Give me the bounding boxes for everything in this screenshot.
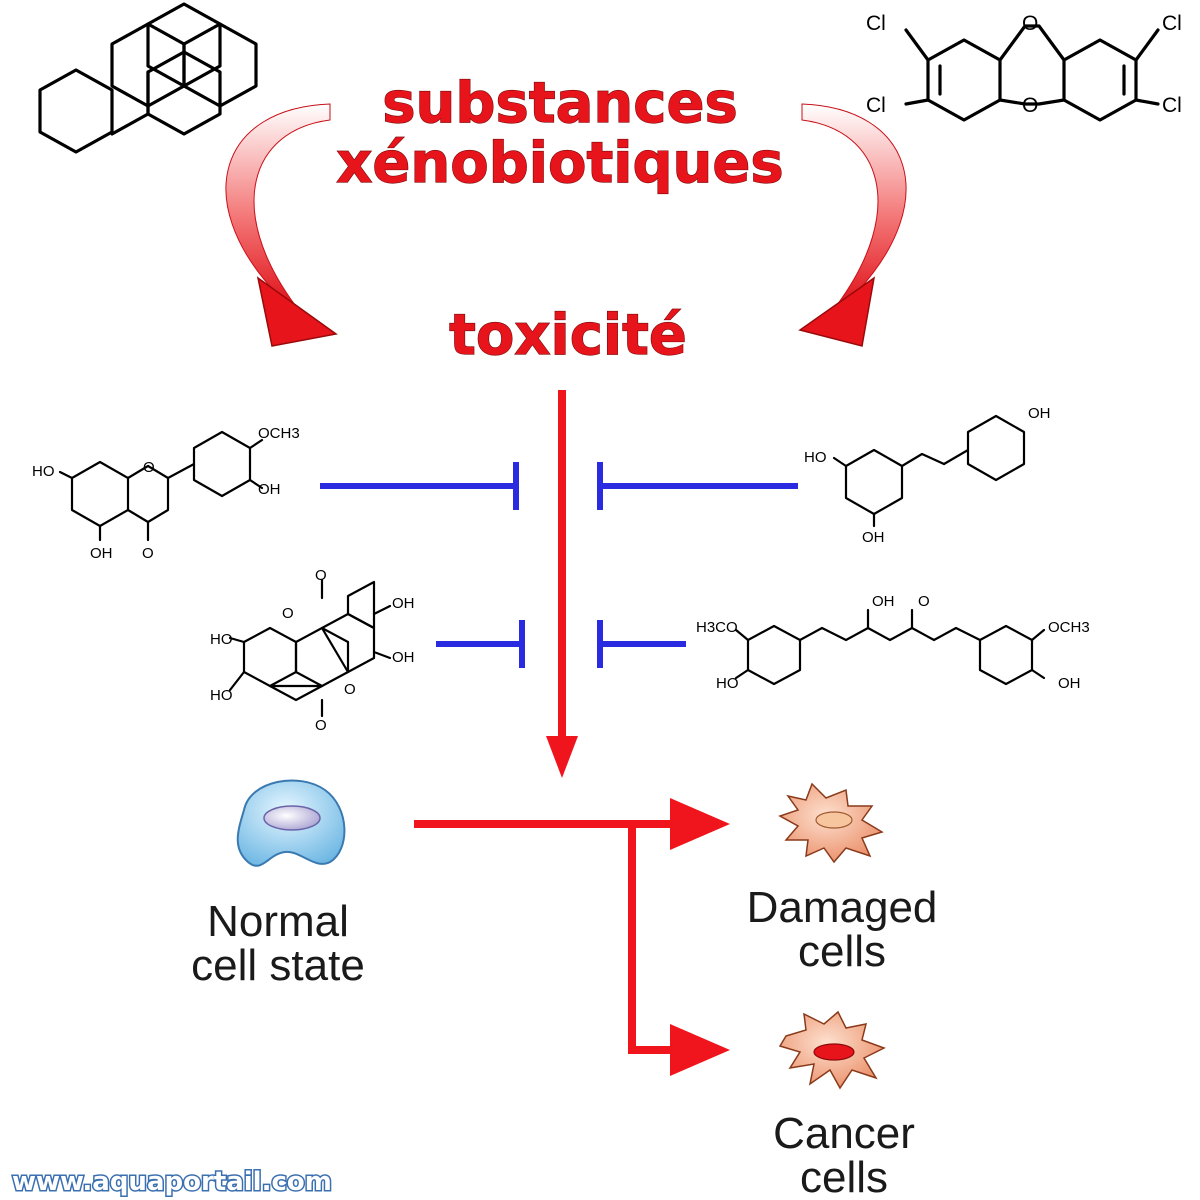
- right-curved-arrow: [798, 103, 907, 347]
- hesperetin-oh-bottom: OH: [90, 545, 113, 562]
- ellagic-o-ring-1: O: [282, 605, 294, 622]
- resveratrol-molecule: OH HO OH: [804, 405, 1051, 546]
- normal-cell-label-line-1: Normal: [207, 897, 349, 946]
- ellagic-oh-right-1: OH: [392, 595, 415, 612]
- curcumin-molecule: H3CO OCH3 HO OH OH O: [696, 593, 1090, 692]
- cl-top-left: Cl: [866, 12, 886, 35]
- website-watermark: www.aquaportail.com: [12, 1167, 332, 1197]
- inhibition-bar-resveratrol: [597, 462, 798, 510]
- curcumin-och3: OCH3: [1048, 619, 1090, 636]
- cl-bottom-left: Cl: [866, 94, 886, 117]
- resveratrol-ho-left: HO: [804, 449, 827, 466]
- ellagic-ho-left-1: HO: [210, 631, 233, 648]
- curcumin-oh-right: OH: [1058, 675, 1081, 692]
- ellagic-o-bottom: O: [315, 717, 327, 734]
- cancer-cell-label-line-2: cells: [800, 1153, 888, 1200]
- hesperetin-och3: OCH3: [258, 425, 300, 442]
- hesperetin-ketone-o: O: [142, 545, 154, 562]
- inhibition-bar-hesperetin: [320, 462, 519, 510]
- curcumin-ho-left: HO: [716, 675, 739, 692]
- normal-cell-icon: [236, 779, 346, 867]
- curcumin-oh-enol: OH: [872, 593, 895, 610]
- cancer-cell-icon: [778, 1010, 886, 1090]
- ellagic-o-top: O: [315, 567, 327, 584]
- outcome-branches: [414, 798, 730, 1076]
- title-line-2: xénobiotiques: [336, 131, 783, 196]
- curcumin-h3co: H3CO: [696, 619, 738, 636]
- resveratrol-oh-bottom: OH: [862, 529, 885, 546]
- hesperetin-ho-left: HO: [32, 463, 55, 480]
- cancer-cell-label-line-1: Cancer: [773, 1109, 915, 1158]
- toxicity-label: toxicité: [449, 303, 687, 368]
- ellagic-ho-left-2: HO: [210, 687, 233, 704]
- benzopyrene-molecule: [38, 2, 258, 154]
- title-line-1: substances: [382, 71, 738, 136]
- inhibition-bar-ellagic-acid: [436, 620, 525, 668]
- cl-top-right: Cl: [1162, 12, 1182, 35]
- dioxin-molecule: Cl Cl Cl Cl O O: [866, 12, 1182, 122]
- o-top: O: [1022, 12, 1038, 35]
- ellagic-o-ring-2: O: [344, 681, 356, 698]
- o-bottom: O: [1022, 94, 1038, 117]
- cl-bottom-right: Cl: [1162, 94, 1182, 117]
- ellagic-oh-right-2: OH: [392, 649, 415, 666]
- normal-cell-label-line-2: cell state: [191, 941, 365, 990]
- damaged-cell-label-line-2: cells: [798, 927, 886, 976]
- hesperetin-oh-ring: OH: [258, 481, 281, 498]
- toxicity-pathway-arrow: [546, 390, 578, 778]
- ellagic-acid-molecule: O O O O OH OH HO HO: [210, 567, 415, 734]
- resveratrol-oh-top: OH: [1028, 405, 1051, 422]
- hesperetin-ring-o: O: [143, 459, 155, 476]
- curcumin-ketone-o: O: [918, 593, 930, 610]
- damaged-cell-label-line-1: Damaged: [747, 883, 938, 932]
- inhibition-bar-curcumin: [597, 620, 686, 668]
- left-curved-arrow: [225, 103, 338, 347]
- damaged-cell-icon: [778, 782, 884, 864]
- hesperetin-molecule: OCH3 OH HO OH O O: [32, 425, 300, 562]
